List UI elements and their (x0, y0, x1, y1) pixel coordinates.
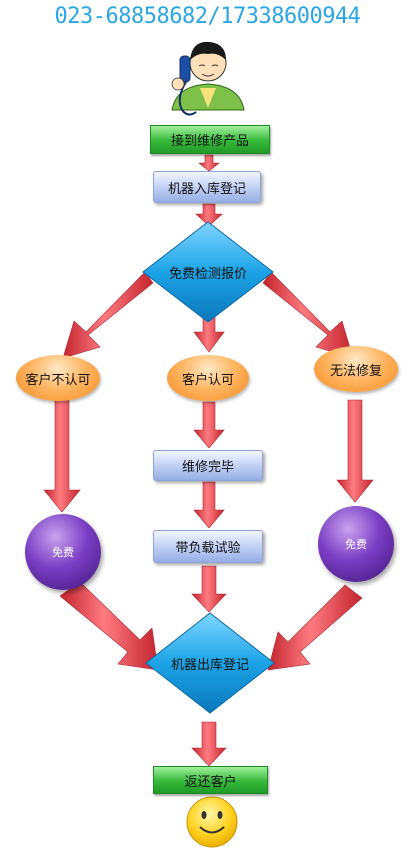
smiley-face-icon (186, 796, 238, 848)
step-register-in: 机器入库登记 (153, 171, 261, 203)
step-free-right: 免费 (318, 506, 394, 582)
arrow-unrepairable-to-free (336, 399, 374, 503)
step-inspect-quote-label: 免费检测报价 (168, 266, 247, 282)
phone-number: 023-68858682/17338600944 (54, 4, 361, 29)
step-load-test: 带负载试验 (153, 530, 263, 563)
operator-on-phone-icon (171, 41, 245, 116)
arrow-free-left-to-out (59, 581, 159, 671)
inspect-quote-diamond (142, 221, 274, 323)
arrow-inspect-to-unrepairable (262, 271, 354, 359)
step-free-left: 免费 (25, 514, 101, 590)
register-out-diamond (145, 612, 275, 714)
step-repair-done: 维修完毕 (153, 450, 263, 481)
arrow-receive-to-register (198, 154, 220, 172)
step-customer-accept: 客户认可 (167, 355, 249, 401)
step-return-customer: 返还客户 (153, 766, 268, 794)
arrow-reject-to-free (43, 399, 81, 513)
arrow-inspect-to-reject (62, 271, 154, 359)
arrow-inspect-to-accept (193, 315, 225, 353)
flow-arrows (43, 154, 374, 767)
step-register-out-label: 机器出库登记 (170, 657, 249, 673)
arrow-free-right-to-out (267, 584, 363, 671)
step-receive-product: 接到维修产品 (150, 125, 270, 154)
step-customer-reject: 客户不认可 (16, 355, 100, 401)
arrow-accept-to-done (193, 401, 225, 449)
arrow-out-to-return (191, 721, 227, 767)
arrow-done-to-test (193, 481, 225, 529)
arrow-register-to-inspect (195, 203, 223, 227)
step-unrepairable: 无法修复 (314, 346, 398, 392)
arrow-test-to-out (191, 565, 227, 613)
